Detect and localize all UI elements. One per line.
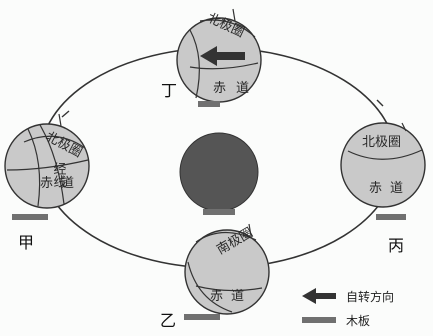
legend-board-swatch bbox=[302, 317, 336, 323]
globe-bing: 北极圈 赤道 bbox=[340, 122, 426, 208]
globe-yi-equator: 赤道 bbox=[210, 289, 252, 304]
globe-jia-equator: 赤道 bbox=[40, 176, 82, 191]
globe-bing-equator: 赤道 bbox=[369, 181, 411, 196]
label-ding: 丁 bbox=[161, 81, 177, 100]
label-yi: 乙 bbox=[160, 311, 176, 330]
sun-board bbox=[203, 209, 235, 215]
label-jia: 甲 bbox=[18, 233, 34, 252]
globe-jia-meridian: 经线 bbox=[51, 162, 67, 188]
board-yi bbox=[184, 314, 220, 320]
orbit-tick-jia bbox=[61, 110, 70, 118]
globe-bing-north-polar-circle: 北极圈 bbox=[362, 135, 401, 150]
globe-ding-equator: 赤道 bbox=[213, 81, 259, 96]
globe-yi: 南极圈 赤道 bbox=[184, 223, 270, 315]
board-ding bbox=[198, 101, 220, 107]
label-bing: 丙 bbox=[388, 236, 404, 255]
legend-wooden-board: 木板 bbox=[346, 314, 370, 328]
legend-rotation-direction: 自转方向 bbox=[346, 289, 394, 304]
board-bing bbox=[376, 214, 406, 220]
globe-ding: 北极圈 赤道 bbox=[176, 8, 262, 103]
orbit-tick-bing bbox=[376, 99, 384, 107]
sun bbox=[179, 132, 259, 212]
globe-jia: 北极圈 经线 赤道 bbox=[4, 113, 90, 209]
board-jia bbox=[12, 214, 48, 220]
legend: 自转方向 木板 bbox=[302, 288, 394, 328]
